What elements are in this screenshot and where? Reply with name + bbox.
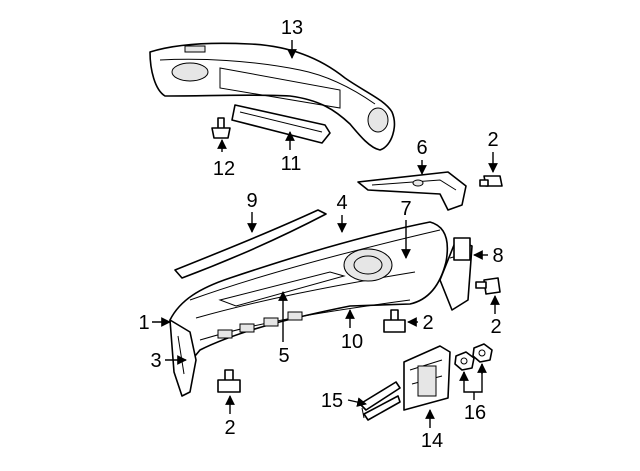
- callout-3: 3: [150, 350, 161, 372]
- leader-lines: [152, 40, 500, 428]
- callout-12: 12: [213, 158, 235, 180]
- callout-5: 5: [278, 345, 289, 367]
- hex-nut: [472, 343, 493, 363]
- upper-bumper-cover: [149, 42, 396, 151]
- callout-7: 7: [400, 198, 411, 220]
- callout-6: 6: [416, 137, 427, 159]
- hex-nut: [454, 351, 475, 371]
- bolt-fastener: [479, 175, 503, 187]
- callout-16: 16: [464, 402, 486, 424]
- bolt-fastener: [475, 277, 501, 295]
- callout-10: 10: [341, 331, 363, 353]
- callout-2d: 2: [224, 417, 235, 439]
- bumper-strip: [231, 104, 331, 144]
- side-bracket: [439, 237, 473, 311]
- callout-2a: 2: [487, 129, 498, 151]
- callout-13: 13: [281, 17, 303, 39]
- mounting-bracket: [403, 345, 451, 411]
- callout-2c: 2: [422, 312, 433, 334]
- front-bumper-assembly: [169, 221, 449, 381]
- callout-14: 14: [421, 430, 443, 452]
- callout-4: 4: [336, 192, 347, 214]
- bolt-fastener: [217, 369, 241, 393]
- bracket: [357, 171, 467, 211]
- callout-1: 1: [138, 312, 149, 334]
- callout-15: 15: [321, 390, 343, 412]
- callout-9: 9: [246, 190, 257, 212]
- callout-11: 11: [281, 153, 302, 175]
- callout-8: 8: [492, 245, 503, 267]
- push-pin-fastener: [211, 117, 231, 139]
- wire-bracket: [359, 381, 401, 421]
- bolt-fastener: [383, 309, 406, 333]
- upper-strip: [174, 209, 327, 279]
- callout-2b: 2: [490, 316, 501, 338]
